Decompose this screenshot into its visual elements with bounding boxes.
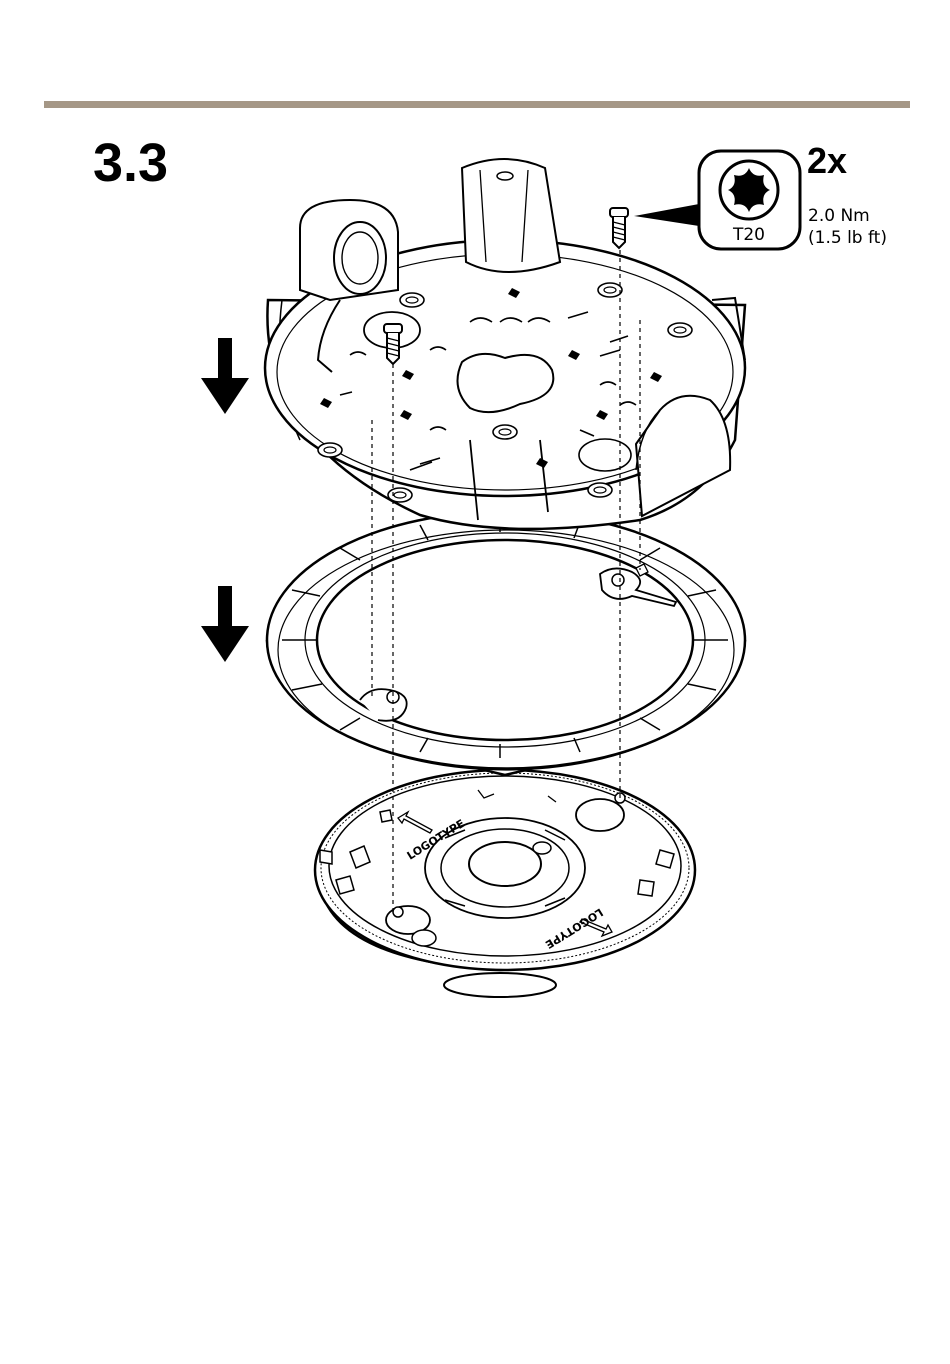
torx-bit-icon: T20	[699, 151, 800, 249]
down-arrow-icon	[201, 586, 249, 662]
down-arrow-icon	[201, 338, 249, 414]
screw-icon	[610, 208, 628, 248]
dome-base-housing	[315, 770, 695, 997]
mounting-ring	[267, 511, 745, 775]
callout-pointer-icon	[634, 204, 699, 226]
tool-label: T20	[732, 225, 765, 245]
screw-icon	[384, 324, 402, 364]
